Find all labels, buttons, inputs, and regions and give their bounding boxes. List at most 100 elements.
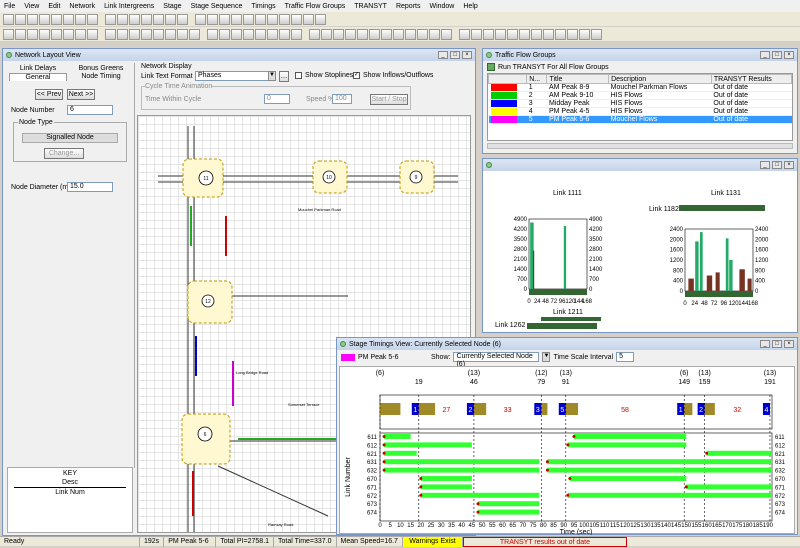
- toolbar-button-icon[interactable]: [105, 28, 116, 40]
- toolbar-button-icon[interactable]: [15, 28, 26, 40]
- toolbar-button-icon[interactable]: [177, 28, 188, 40]
- node-diameter-field[interactable]: 15.0: [67, 182, 113, 192]
- maximize-icon[interactable]: □: [772, 340, 782, 348]
- toolbar-button-icon[interactable]: [195, 13, 206, 25]
- menu-item[interactable]: Stage: [163, 2, 182, 10]
- toolbar-button-icon[interactable]: [63, 13, 74, 25]
- tab-bonus-greens[interactable]: Bonus Greens: [78, 65, 124, 72]
- toolbar-button-icon[interactable]: [303, 13, 314, 25]
- toolbar-button-icon[interactable]: [345, 28, 356, 40]
- toolbar-button-icon[interactable]: [417, 28, 428, 40]
- toolbar-button-icon[interactable]: [405, 28, 416, 40]
- toolbar-button-icon[interactable]: [567, 28, 578, 40]
- tab-general[interactable]: General: [9, 73, 67, 81]
- node-number-field[interactable]: 6: [67, 105, 113, 115]
- chevron-down-icon[interactable]: ▼: [542, 352, 551, 362]
- menu-item[interactable]: Stage Sequence: [190, 2, 243, 10]
- tab-node-timing[interactable]: Node Timing: [81, 73, 121, 80]
- toolbar-button-icon[interactable]: [15, 13, 26, 25]
- toolbar-button-icon[interactable]: [459, 28, 470, 40]
- node-circle[interactable]: [197, 426, 213, 442]
- menu-item[interactable]: View: [24, 2, 40, 10]
- column-header[interactable]: Title: [546, 74, 610, 84]
- chevron-down-icon[interactable]: ▼: [268, 71, 276, 81]
- toolbar-button-icon[interactable]: [309, 28, 320, 40]
- node-circle[interactable]: [198, 170, 214, 186]
- toolbar-button-icon[interactable]: [51, 28, 62, 40]
- toolbar-button-icon[interactable]: [117, 28, 128, 40]
- scale-field[interactable]: 5: [616, 352, 635, 362]
- maximize-icon[interactable]: □: [772, 161, 782, 169]
- minimize-icon[interactable]: _: [760, 161, 770, 169]
- show-stoplines-checkbox[interactable]: [295, 72, 302, 79]
- start-stop-button[interactable]: Start / Stop: [370, 94, 408, 105]
- toolbar-button-icon[interactable]: [129, 13, 140, 25]
- network-map[interactable]: 11 10 9 12 6 Mouchel Parkman Road Long B…: [137, 115, 471, 533]
- close-icon[interactable]: ×: [784, 340, 794, 348]
- toolbar-button-icon[interactable]: [555, 28, 566, 40]
- toolbar-button-icon[interactable]: [291, 28, 302, 40]
- close-icon[interactable]: ×: [784, 51, 794, 59]
- toolbar-button-icon[interactable]: [333, 28, 344, 40]
- toolbar-button-icon[interactable]: [87, 28, 98, 40]
- toolbar-button-icon[interactable]: [357, 28, 368, 40]
- toolbar-button-icon[interactable]: [369, 28, 380, 40]
- menu-item[interactable]: Window: [429, 2, 455, 10]
- show-select[interactable]: Currently Selected Node (6): [453, 352, 540, 368]
- toolbar-button-icon[interactable]: [255, 13, 266, 25]
- toolbar-button-icon[interactable]: [231, 13, 242, 25]
- toolbar-button-icon[interactable]: [51, 13, 62, 25]
- format-options-button[interactable]: …: [279, 71, 289, 82]
- toolbar-button-icon[interactable]: [507, 28, 518, 40]
- toolbar-button-icon[interactable]: [219, 28, 230, 40]
- run-transyt-label[interactable]: Run TRANSYT For All Flow Groups: [498, 63, 609, 71]
- maximize-icon[interactable]: □: [450, 51, 460, 59]
- node-circle[interactable]: [322, 170, 336, 184]
- toolbar-button-icon[interactable]: [3, 28, 14, 40]
- toolbar-button-icon[interactable]: [75, 13, 86, 25]
- change-button[interactable]: Change...: [44, 148, 84, 159]
- menu-item[interactable]: Network: [69, 2, 96, 10]
- toolbar-button-icon[interactable]: [165, 28, 176, 40]
- column-header[interactable]: Description: [608, 74, 712, 84]
- toolbar-button-icon[interactable]: [255, 28, 266, 40]
- toolbar-button-icon[interactable]: [267, 28, 278, 40]
- toolbar-button-icon[interactable]: [27, 28, 38, 40]
- toolbar-button-icon[interactable]: [243, 13, 254, 25]
- toolbar-button-icon[interactable]: [153, 13, 164, 25]
- toolbar-button-icon[interactable]: [579, 28, 590, 40]
- toolbar-button-icon[interactable]: [519, 28, 530, 40]
- tfg-scrollbar[interactable]: [487, 143, 793, 149]
- toolbar-button-icon[interactable]: [315, 13, 326, 25]
- run-icon[interactable]: [487, 63, 495, 71]
- toolbar-button-icon[interactable]: [177, 13, 188, 25]
- toolbar-button-icon[interactable]: [87, 13, 98, 25]
- toolbar-button-icon[interactable]: [165, 13, 176, 25]
- toolbar-button-icon[interactable]: [117, 13, 128, 25]
- toolbar-button-icon[interactable]: [39, 28, 50, 40]
- toolbar-button-icon[interactable]: [267, 13, 278, 25]
- menu-item[interactable]: Reports: [395, 2, 421, 10]
- toolbar-button-icon[interactable]: [231, 28, 242, 40]
- toolbar-button-icon[interactable]: [153, 28, 164, 40]
- menu-item[interactable]: Edit: [48, 2, 61, 10]
- toolbar-button-icon[interactable]: [441, 28, 452, 40]
- menu-item[interactable]: Traffic Flow Groups: [284, 2, 346, 10]
- prev-button[interactable]: << Prev: [35, 89, 63, 100]
- toolbar-button-icon[interactable]: [279, 28, 290, 40]
- minimize-icon[interactable]: _: [760, 340, 770, 348]
- toolbar-button-icon[interactable]: [393, 28, 404, 40]
- toolbar-button-icon[interactable]: [63, 28, 74, 40]
- minimize-icon[interactable]: _: [760, 51, 770, 59]
- menu-item[interactable]: Link Intergreens: [104, 2, 155, 10]
- toolbar-button-icon[interactable]: [39, 13, 50, 25]
- close-icon[interactable]: ×: [784, 161, 794, 169]
- tab-link-delays[interactable]: Link Delays: [19, 65, 57, 72]
- menu-item[interactable]: TRANSYT: [354, 2, 387, 10]
- link-text-format-select[interactable]: Phases: [195, 71, 275, 81]
- node-circle[interactable]: [201, 294, 215, 308]
- toolbar-button-icon[interactable]: [591, 28, 602, 40]
